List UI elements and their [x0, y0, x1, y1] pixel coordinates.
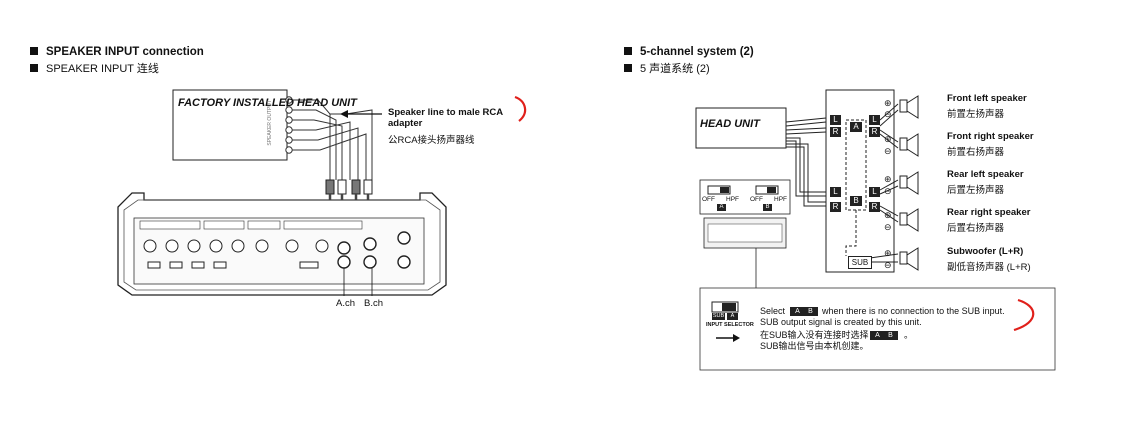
switch-a-off-label: OFF: [702, 196, 715, 203]
note-line2: SUB output signal is created by this uni…: [760, 317, 922, 327]
speaker-icons: [899, 95, 919, 271]
svg-text:⊖: ⊖: [884, 146, 892, 156]
red-annotation-mark-right: [1013, 298, 1035, 332]
ach-label: A.ch: [336, 298, 356, 309]
red-annotation-mark: [514, 95, 527, 122]
speaker-wires: [292, 99, 373, 180]
note-line1a: Select: [760, 306, 786, 316]
speaker-rear-left-label: Rear left speaker: [947, 169, 1024, 180]
svg-text:⊕: ⊕: [884, 248, 892, 258]
note-inline-a2: A: [875, 332, 880, 339]
head-unit-wires: [785, 117, 827, 207]
badge-l-1: L: [830, 115, 841, 125]
note-line3a: 在SUB输入没有连接时选择: [760, 330, 869, 340]
amplifier-unit: [117, 192, 447, 296]
svg-text:⊕: ⊕: [884, 134, 892, 144]
note-inline-b: B: [808, 308, 813, 315]
badge-l-4: L: [869, 187, 880, 197]
bullet-icon: [624, 47, 632, 55]
factory-head-unit-box: [172, 89, 288, 161]
speaker-front-right-label-cn: 前置右扬声器: [947, 147, 1005, 158]
speaker-rear-right-label: Rear right speaker: [947, 207, 1031, 218]
badge-r-2: R: [869, 127, 880, 137]
head-unit-box: [695, 107, 787, 149]
switch-a-icon: [707, 185, 731, 195]
sub-badge: SUB: [848, 256, 872, 269]
badge-l-2: L: [869, 115, 880, 125]
note-line1b: when there is no connection to the SUB i…: [822, 306, 1005, 316]
switch-b-hpf-label: HPF: [774, 196, 787, 203]
note-arrow-head-icon: [733, 334, 740, 342]
callout-label: Speaker line to male RCA adapter: [388, 107, 503, 129]
bullet-icon: [30, 64, 38, 72]
head-unit-label: HEAD UNIT: [700, 118, 760, 130]
svg-text:⊕: ⊕: [884, 98, 892, 108]
switch-a-badge: A: [717, 204, 726, 211]
svg-text:⊖: ⊖: [884, 260, 892, 270]
speaker-front-left-label: Front left speaker: [947, 93, 1027, 104]
left-section-title-cn: SPEAKER INPUT 连线: [30, 60, 159, 76]
badge-r-1: R: [830, 127, 841, 137]
speaker-front-left-label-cn: 前置左扬声器: [947, 109, 1005, 120]
note-inline-b2: B: [888, 332, 893, 339]
ab-badge-icon: [790, 307, 898, 340]
callout-arrow-head-icon: [340, 110, 348, 118]
switch-b-badge: B: [763, 204, 772, 211]
subwoofer-label: Subwoofer (L+R): [947, 246, 1024, 257]
rca-plugs: [325, 179, 373, 195]
note-input-selector-label: INPUT SELECTOR: [706, 322, 754, 328]
note-inline-a: A: [795, 308, 800, 315]
polarity-symbols: ⊕⊖ ⊕⊖ ⊕⊖ ⊕⊖ ⊕⊖: [884, 98, 892, 270]
speaker-output-label: SPEAKER OUTPUT: [267, 100, 273, 146]
svg-text:⊖: ⊖: [884, 222, 892, 232]
badge-r-3: R: [830, 202, 841, 212]
svg-text:⊖: ⊖: [884, 109, 892, 119]
speaker-output-wires: [869, 103, 899, 263]
note-box: [699, 287, 1056, 371]
switch-b-off-label: OFF: [750, 196, 763, 203]
switch-a-hpf-label: HPF: [726, 196, 739, 203]
bullet-icon: [30, 47, 38, 55]
badge-b: B: [850, 196, 862, 206]
speaker-rear-right-label-cn: 后置右扬声器: [947, 223, 1005, 234]
note-line4: SUB输出信号由本机创建。: [760, 341, 869, 351]
speaker-front-right-label: Front right speaker: [947, 131, 1034, 142]
badge-l-3: L: [830, 187, 841, 197]
callout-label-cn: 公RCA接头扬声器线: [388, 135, 475, 146]
svg-text:⊕: ⊕: [884, 174, 892, 184]
note-sub-badge: SUB: [712, 313, 725, 320]
svg-text:⊖: ⊖: [884, 186, 892, 196]
note-line3b: 。: [904, 330, 914, 340]
factory-head-unit-label: FACTORY INSTALLED HEAD UNIT: [178, 97, 357, 109]
badge-a: A: [850, 122, 862, 132]
right-section-title: 5-channel system (2): [624, 46, 754, 58]
subwoofer-label-cn: 副低音扬声器 (L+R): [947, 262, 1031, 273]
speaker-rear-left-label-cn: 后置左扬声器: [947, 185, 1005, 196]
bullet-icon: [624, 64, 632, 72]
badge-r-4: R: [869, 202, 880, 212]
left-section-title: SPEAKER INPUT connection: [30, 46, 204, 58]
bch-label: B.ch: [364, 298, 384, 309]
note-a-badge: A: [727, 313, 738, 320]
svg-text:⊕: ⊕: [884, 210, 892, 220]
internal-dashed-routing: [845, 119, 867, 256]
right-section-title-cn: 5 声道系统 (2): [624, 60, 710, 76]
